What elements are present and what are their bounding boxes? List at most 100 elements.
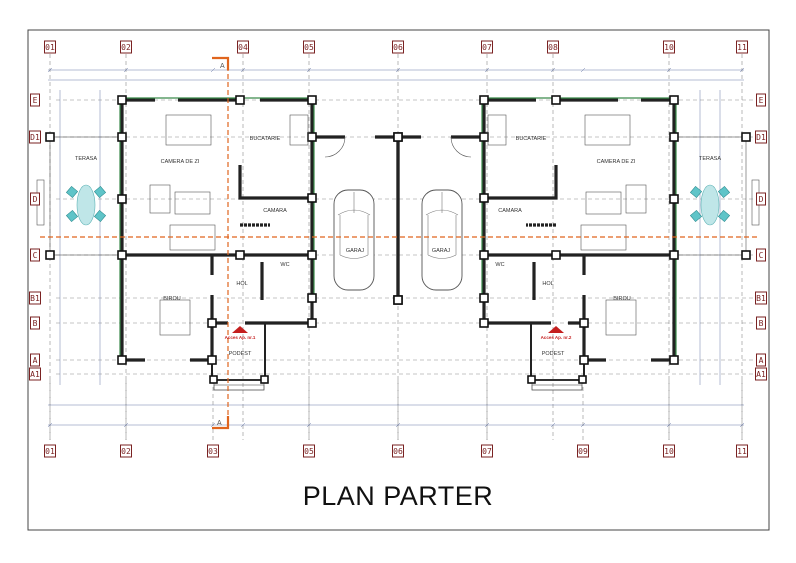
svg-text:D: D	[33, 195, 38, 204]
room-wc: WC	[280, 262, 289, 268]
room-wc: WC	[495, 262, 504, 268]
svg-text:05: 05	[304, 43, 314, 52]
section-cut-markers	[212, 56, 230, 430]
svg-text:06: 06	[393, 43, 403, 52]
axis-label-top: 11	[736, 40, 748, 54]
room-terasa: TERASA	[699, 156, 721, 162]
room-camera-de-zi: CAMERA DE ZI	[161, 159, 200, 165]
room-podest: PODEST	[542, 351, 565, 357]
room-podest: PODEST	[229, 351, 252, 357]
room-birou: BIROU	[613, 296, 630, 302]
axis-label-top: 01	[44, 40, 56, 54]
svg-text:C: C	[33, 251, 38, 260]
axis-label-top: 10	[663, 40, 675, 54]
axis-label-bottom: 01	[44, 444, 56, 458]
exterior-walls	[120, 98, 314, 362]
svg-text:08: 08	[548, 43, 558, 52]
access-label-unit-1: Acces Ap. nr.1	[225, 335, 256, 340]
page-title: PLAN PARTER	[303, 481, 494, 511]
room-labels-unit-1: TERASA CAMERA DE ZI BUCATARIE CAMARA WC …	[75, 136, 364, 357]
svg-text:B: B	[759, 319, 764, 328]
section-label-bottom: A	[217, 420, 222, 427]
svg-text:B: B	[33, 319, 38, 328]
room-garaj: GARAJ	[346, 248, 365, 254]
drawing-frame	[27, 29, 770, 531]
svg-text:D1: D1	[756, 133, 766, 142]
svg-text:A: A	[33, 356, 38, 365]
door-swing	[324, 136, 346, 158]
apartment-unit-1	[36, 95, 403, 391]
room-camera-de-zi: CAMERA DE ZI	[597, 159, 636, 165]
svg-text:03: 03	[208, 447, 218, 456]
axis-label-bottom: 02	[120, 444, 132, 458]
svg-text:A1: A1	[30, 370, 40, 379]
room-bucatarie: BUCATARIE	[516, 136, 547, 142]
axis-label-right: A1	[755, 367, 767, 381]
svg-text:B1: B1	[756, 294, 766, 303]
svg-text:02: 02	[121, 447, 131, 456]
room-garaj: GARAJ	[432, 248, 451, 254]
svg-text:B1: B1	[30, 294, 40, 303]
dimension-lines	[47, 67, 745, 428]
axis-label-top: 06	[392, 40, 404, 54]
axis-label-left: B1	[29, 291, 41, 305]
room-camara: CAMARA	[498, 208, 522, 214]
axis-label-bottom: 09	[577, 444, 589, 458]
chair-icon	[93, 185, 107, 199]
svg-text:01: 01	[45, 43, 55, 52]
svg-text:D: D	[759, 195, 764, 204]
room-birou: BIROU	[163, 296, 180, 302]
svg-text:C: C	[759, 251, 764, 260]
axis-label-top: 02	[120, 40, 132, 54]
axis-label-right: B1	[755, 291, 767, 305]
svg-text:E: E	[759, 96, 764, 105]
access-arrow-icon	[232, 326, 248, 333]
svg-text:10: 10	[664, 447, 674, 456]
axis-label-left: B	[30, 316, 40, 330]
axis-label-left: C	[30, 248, 40, 262]
axis-label-right: C	[756, 248, 766, 262]
entrance-step	[213, 384, 265, 391]
svg-text:05: 05	[304, 447, 314, 456]
svg-text:02: 02	[121, 43, 131, 52]
section-label-top: A	[220, 63, 225, 70]
grid-lines	[49, 54, 756, 440]
svg-text:A: A	[759, 356, 764, 365]
room-camara: CAMARA	[263, 208, 287, 214]
svg-text:10: 10	[664, 43, 674, 52]
axis-label-right: B	[756, 316, 766, 330]
axis-label-left: A1	[29, 367, 41, 381]
axis-label-top: 07	[481, 40, 493, 54]
axis-label-left: D1	[29, 130, 41, 144]
axis-label-top: 08	[547, 40, 559, 54]
axis-label-bottom: 11	[736, 444, 748, 458]
svg-text:E: E	[33, 96, 38, 105]
axis-label-left: E	[30, 93, 40, 107]
room-bucatarie: BUCATARIE	[250, 136, 281, 142]
axis-label-bottom: 06	[392, 444, 404, 458]
axis-label-left: D	[30, 192, 40, 206]
axis-label-top: 05	[303, 40, 315, 54]
axis-label-top: 04	[237, 40, 249, 54]
axis-label-left: A	[30, 353, 40, 367]
svg-text:11: 11	[737, 447, 747, 456]
columns	[45, 95, 403, 384]
axis-label-bottom: 07	[481, 444, 493, 458]
axis-label-bottom: 03	[207, 444, 219, 458]
svg-text:09: 09	[578, 447, 588, 456]
svg-text:06: 06	[393, 447, 403, 456]
room-hol: HOL	[542, 281, 553, 287]
svg-text:D1: D1	[30, 133, 40, 142]
apartment-unit-2	[392, 94, 761, 392]
svg-text:11: 11	[737, 43, 747, 52]
axis-label-right: D	[756, 192, 766, 206]
axis-label-right: A	[756, 353, 766, 367]
room-terasa: TERASA	[75, 156, 97, 162]
svg-text:04: 04	[238, 43, 248, 52]
chair-icon	[65, 185, 79, 199]
chair-icon	[65, 209, 79, 223]
axis-label-right: E	[756, 93, 766, 107]
room-labels-unit-2: TERASA CAMERA DE ZI BUCATARIE CAMARA WC …	[432, 136, 722, 357]
access-label-unit-2: Acces Ap. nr.2	[541, 335, 572, 340]
